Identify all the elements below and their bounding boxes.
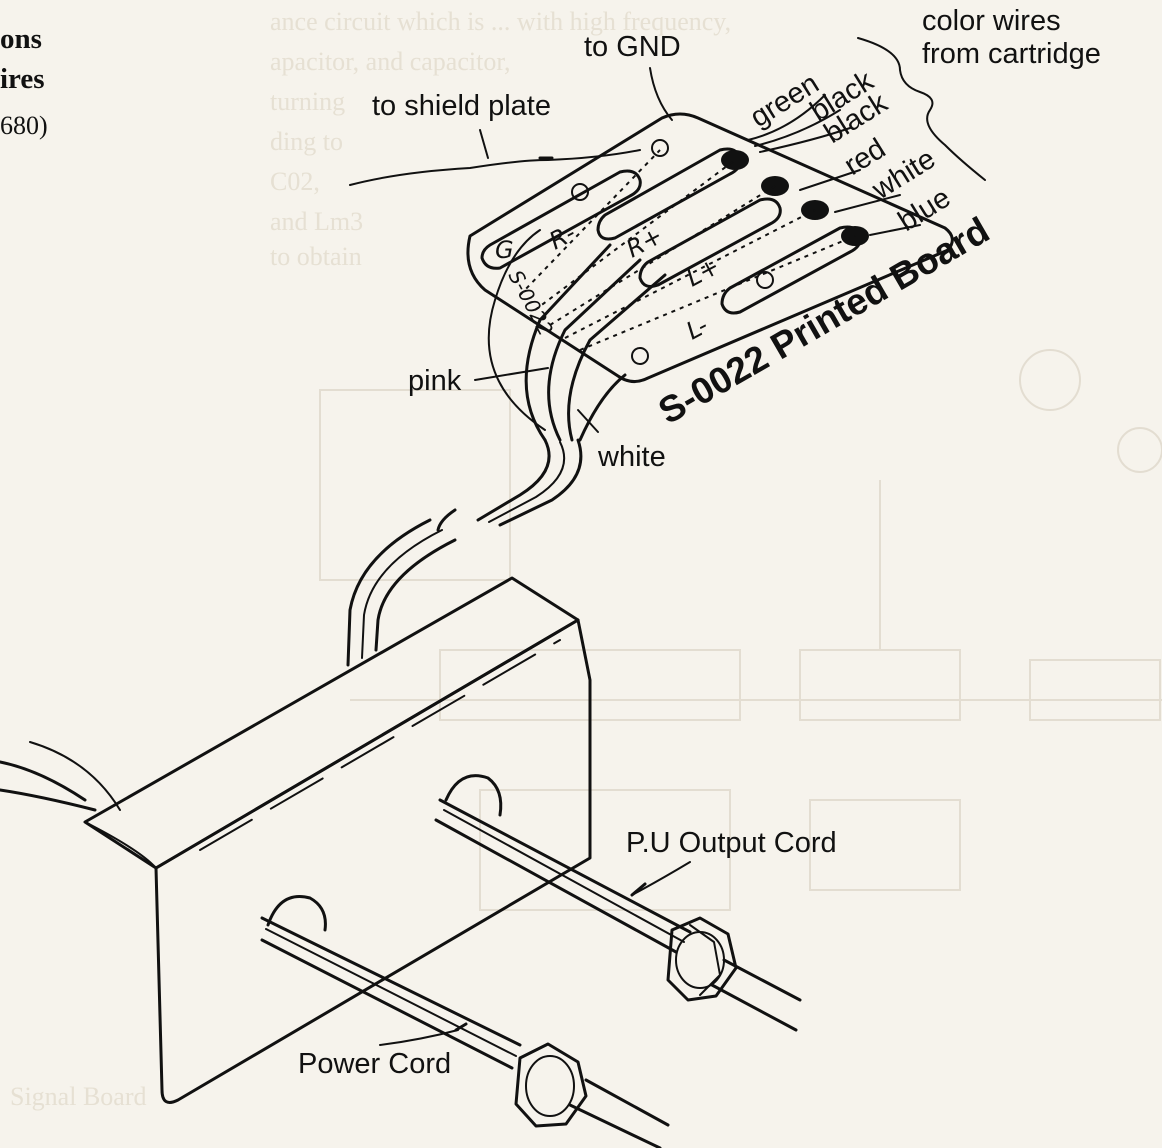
- power-cord: [260, 916, 670, 1148]
- label-pu-output-cord: P.U Output Cord: [626, 827, 837, 859]
- brace-icon: [857, 37, 986, 181]
- cord-nut-icon: [514, 1042, 588, 1128]
- marking-g: G: [495, 236, 514, 264]
- label-pink: pink: [408, 365, 462, 397]
- shield-plate-bracket: [83, 576, 592, 1104]
- label-power-cord: Power Cord: [298, 1048, 451, 1080]
- svg-text:Signal Board: Signal Board: [10, 1082, 147, 1111]
- wire-bundle: [346, 229, 667, 667]
- svg-text:ance circuit which is ... with: ance circuit which is ... with high freq…: [270, 7, 731, 36]
- marking-r-minus: R-: [545, 219, 581, 256]
- edge-text-line3: 680): [0, 111, 48, 140]
- label-white: white: [597, 441, 666, 473]
- cord-nut-icon: [666, 916, 738, 1002]
- svg-text:ding to: ding to: [270, 127, 343, 156]
- marking-l-plus: L+: [682, 252, 725, 292]
- show-through-background: ance circuit which is ... with high freq…: [10, 7, 1162, 1111]
- svg-text:apacitor, and capacitor,: apacitor, and capacitor,: [270, 47, 510, 76]
- svg-text:C02,: C02,: [270, 167, 320, 196]
- svg-text:and Lm3: and Lm3: [270, 207, 363, 236]
- callouts: color wires from cartridge to GND to shi…: [298, 5, 1101, 1080]
- pu-output-cord: [434, 798, 802, 1032]
- left-edge-text: ons ires 680): [0, 23, 48, 140]
- edge-text-line2: ires: [0, 63, 45, 95]
- marking-l-minus: L-: [682, 311, 713, 345]
- svg-text:to obtain: to obtain: [270, 242, 362, 271]
- label-color-wires: color wires: [922, 5, 1061, 37]
- label-to-gnd: to GND: [584, 31, 681, 63]
- left-wires: [0, 741, 121, 812]
- svg-text:turning: turning: [270, 87, 345, 116]
- edge-text-line1: ons: [0, 23, 42, 55]
- label-from-cartridge: from cartridge: [922, 38, 1101, 70]
- cartridge-wires: [747, 94, 921, 236]
- marking-part-no: S-0022: [504, 266, 558, 340]
- label-to-shield-plate: to shield plate: [372, 90, 551, 122]
